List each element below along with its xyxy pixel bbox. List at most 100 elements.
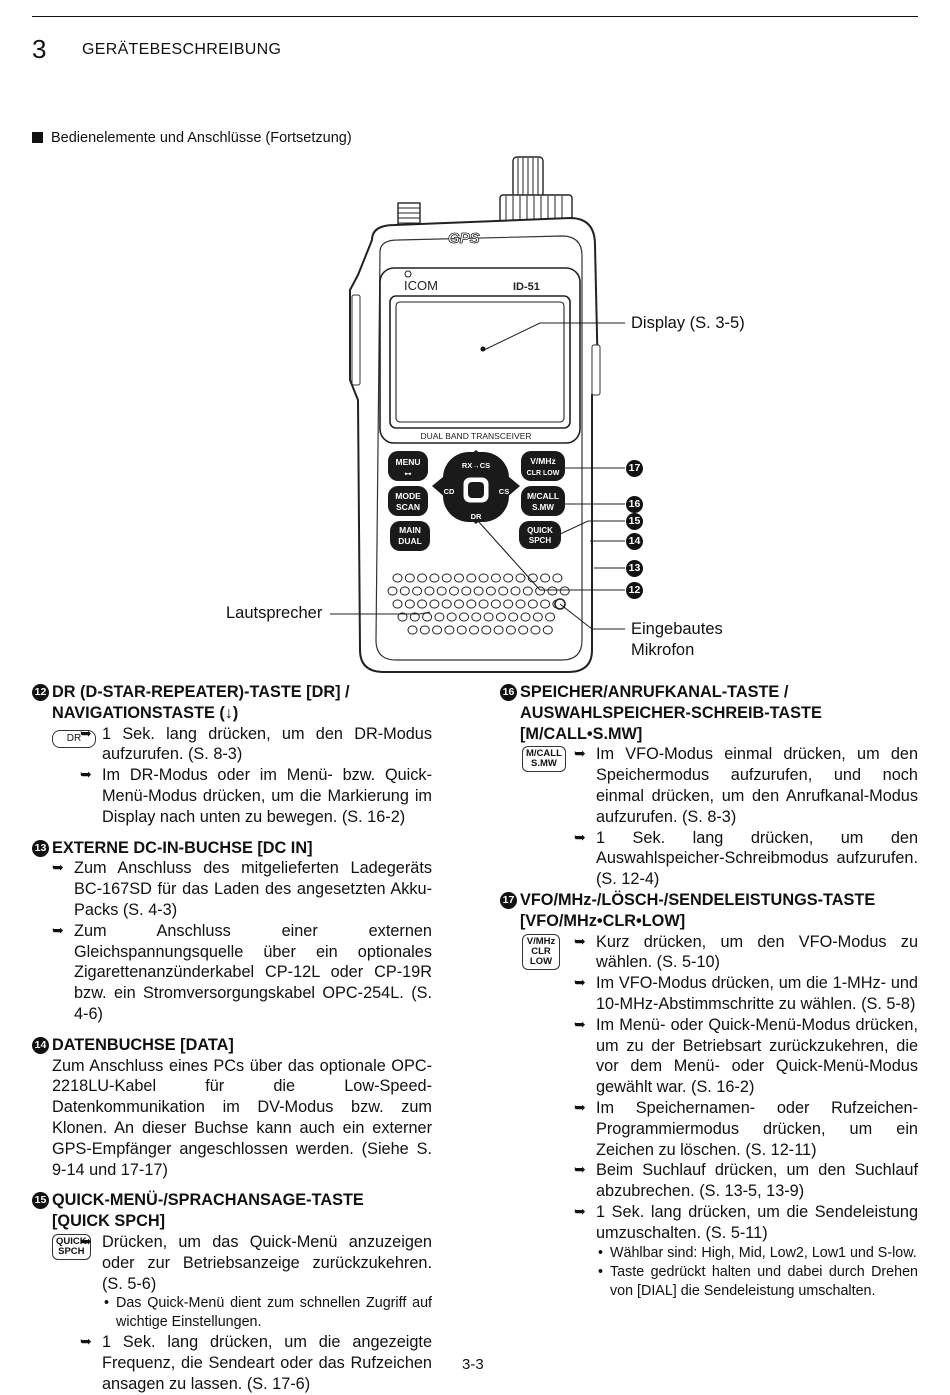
- brand-logo: ICOM: [404, 278, 438, 293]
- svg-text:DUAL: DUAL: [398, 536, 422, 546]
- speaker-hole: [471, 612, 482, 622]
- gps-label: GPS: [448, 230, 480, 247]
- svg-text:MAIN: MAIN: [399, 525, 421, 535]
- chapter-title: GERÄTEBESCHREIBUNG: [82, 41, 282, 58]
- speaker-hole: [456, 625, 467, 635]
- svg-text:SPCH: SPCH: [529, 536, 551, 545]
- callout-lines: [330, 322, 625, 630]
- speaker-hole: [515, 599, 526, 609]
- header-rule: [32, 16, 918, 17]
- square-bullet-icon: [32, 132, 43, 143]
- speaker-hole: [469, 625, 479, 635]
- navigation-pad: RX→CS CD CS DR: [432, 450, 520, 524]
- speaker-hole: [503, 599, 514, 609]
- speaker-grille: [387, 573, 570, 635]
- list-item: Zum Anschluss des mitgelieferten Ladeger…: [52, 858, 432, 920]
- speaker-hole: [424, 586, 435, 596]
- dr-key-block: DR 1 Sek. lang drücken, um den DR-Modus …: [32, 724, 432, 828]
- speaker-hole: [530, 625, 541, 635]
- svg-text:M/CALL: M/CALL: [527, 491, 559, 501]
- speaker-hole: [559, 586, 570, 596]
- speaker-hole: [454, 573, 464, 583]
- section-title: Bedienelemente und Anschlüsse (Fortsetzu…: [32, 130, 352, 146]
- speaker-hole: [515, 573, 526, 583]
- microphone-callout-line2: Mikrofon: [631, 641, 695, 659]
- marker-14-icon: 14: [32, 1036, 49, 1054]
- svg-text:CS: CS: [499, 487, 509, 496]
- svg-text:RX→CS: RX→CS: [462, 461, 490, 470]
- marker-15-icon: 15: [32, 1192, 49, 1210]
- vmhz-key: V/MHz CLR LOW: [521, 451, 565, 481]
- speaker-hole: [527, 599, 538, 609]
- list-item: 1 Sek. lang drücken, um den Auswahlspeic…: [574, 828, 918, 890]
- speaker-hole: [540, 573, 551, 583]
- marker-17-icon: 17: [500, 891, 517, 909]
- speaker-hole: [490, 573, 501, 583]
- radio-illustration: GPS ICOM ID-51 DUAL BAND TRANSCEIVER MEN…: [330, 156, 625, 673]
- marker-12-badge: 12: [626, 582, 643, 599]
- marker-14-badge: 14: [626, 533, 643, 550]
- speaker-hole: [397, 612, 408, 622]
- speaker-hole: [518, 625, 529, 635]
- dial-knob: [499, 156, 573, 224]
- speaker-hole: [473, 586, 484, 596]
- speaker-hole: [542, 625, 553, 635]
- speaker-hole: [444, 625, 455, 635]
- list-item: 1 Sek. lang drücken, um den DR-Modus auf…: [80, 724, 432, 766]
- speaker-hole: [485, 586, 496, 596]
- chapter-number: 3: [32, 34, 47, 64]
- list-subitem: Das Quick-Menü dient zum schnellen Zugri…: [102, 1294, 432, 1332]
- marker-12-icon: 12: [32, 684, 49, 701]
- speaker-hole: [493, 625, 504, 635]
- list-item: Drücken, um das Quick-Menü anzuzeigen od…: [80, 1232, 432, 1294]
- speaker-callout: Lautsprecher: [226, 604, 323, 622]
- speaker-hole: [412, 586, 423, 596]
- speaker-hole: [404, 573, 415, 583]
- speaker-hole: [392, 599, 403, 609]
- speaker-hole: [417, 573, 428, 583]
- speaker-hole: [478, 599, 489, 609]
- speaker-hole: [490, 599, 501, 609]
- speaker-hole: [498, 586, 509, 596]
- speaker-hole: [535, 586, 546, 596]
- speaker-hole: [532, 612, 543, 622]
- display-callout: Display (S. 3-5): [631, 314, 745, 332]
- speaker-hole: [446, 612, 457, 622]
- speaker-hole: [407, 625, 418, 635]
- paragraph: Zum Anschluss eines PCs über das optiona…: [52, 1056, 432, 1179]
- svg-text:QUICK: QUICK: [527, 526, 553, 535]
- svg-text:⊷: ⊷: [405, 471, 412, 478]
- svg-text:V/MHz: V/MHz: [530, 456, 556, 466]
- speaker-hole: [483, 612, 494, 622]
- list-item: Im Speichernamen- oder Rufzeichen-Progra…: [574, 1098, 918, 1160]
- marker-15-badge: 15: [626, 513, 643, 530]
- list-item: Beim Suchlauf drücken, um den Suchlauf a…: [574, 1160, 918, 1202]
- speaker-hole: [495, 612, 506, 622]
- list-item: Im VFO-Modus einmal drücken, um den Spei…: [574, 744, 918, 827]
- speaker-hole: [432, 625, 443, 635]
- speaker-hole: [409, 612, 420, 622]
- speaker-hole: [552, 573, 563, 583]
- speaker-hole: [461, 586, 472, 596]
- list-subitem: Wählbar sind: High, Mid, Low2, Low1 und …: [596, 1244, 918, 1263]
- speaker-hole: [404, 599, 415, 609]
- speaker-hole: [441, 573, 452, 583]
- marker-17-badge: 17: [626, 460, 643, 477]
- speaker-hole: [429, 599, 440, 609]
- marker-13-icon: 13: [32, 839, 49, 857]
- speaker-hole: [466, 599, 477, 609]
- speaker-hole: [454, 599, 464, 609]
- svg-text:MENU: MENU: [395, 457, 420, 467]
- lcd-display: [389, 295, 571, 429]
- svg-text:SCAN: SCAN: [396, 502, 420, 512]
- speaker-hole: [522, 586, 533, 596]
- speaker-hole: [540, 599, 551, 609]
- marker-16-badge: 16: [626, 496, 643, 513]
